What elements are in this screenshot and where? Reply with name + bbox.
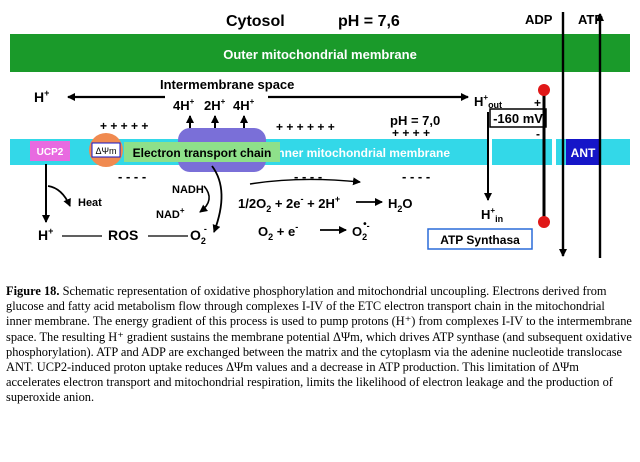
h-left-label: H+ xyxy=(34,88,49,105)
atp-synthase-bottom-dot xyxy=(538,216,550,228)
plus-sign-potential: + xyxy=(534,96,541,110)
caption-paragraph: Figure 18. Schematic representation of o… xyxy=(6,284,632,406)
ant-label: ANT xyxy=(571,146,596,160)
h-in-label: H+in xyxy=(481,206,503,224)
heat-label: Heat xyxy=(78,197,102,209)
caption-text: Schematic representation of oxidative ph… xyxy=(6,284,632,405)
atp-synthase-top-dot xyxy=(538,84,550,96)
adp-label: ADP xyxy=(525,12,553,27)
ph-intermembrane-label: pH = 7,0 xyxy=(390,113,440,128)
electron-leak-arrow xyxy=(211,165,223,233)
etc-label: Electron transport chain xyxy=(133,146,272,160)
ucp2-label: UCP2 xyxy=(37,147,64,158)
electron-flow-curve xyxy=(249,177,361,186)
minus-sign-potential: - xyxy=(536,127,540,141)
heat-arrow xyxy=(47,185,71,207)
ph-cytosol-label: pH = 7,6 xyxy=(338,13,400,30)
caption-label: Figure 18. xyxy=(6,284,60,298)
h-bottom-label: H+ xyxy=(38,226,53,243)
delta-psi-box xyxy=(91,142,121,158)
minus-row-mid: - - - - xyxy=(294,169,322,184)
outer-membrane xyxy=(10,34,630,72)
plus-row-right: + + + + xyxy=(392,126,430,140)
minus-row-left: - - - - xyxy=(118,169,146,184)
proton-label-4h-b: 4H+ xyxy=(233,97,255,113)
proton-label-2h: 2H+ xyxy=(204,97,226,113)
plus-row-mid: + + + + + + xyxy=(276,120,335,134)
ant-transporter xyxy=(566,139,600,165)
water-label: H2O xyxy=(388,196,413,214)
delta-psi-label: ΔΨm xyxy=(95,146,116,156)
nadh-oxidation-arrow xyxy=(199,185,210,213)
membrane-potential-label: -160 mV xyxy=(493,111,543,126)
cytosol-label: Cytosol xyxy=(226,13,285,30)
outer-membrane-label: Outer mitochondrial membrane xyxy=(223,47,417,62)
membrane-potential-box xyxy=(489,108,547,128)
superoxide-label: O2•- xyxy=(352,219,370,242)
figure-caption: Figure 18. Schematic representation of o… xyxy=(6,284,632,406)
atp-synthase-box xyxy=(427,228,533,250)
etc-label-box xyxy=(124,142,280,162)
proton-label-4h-a: 4H+ xyxy=(173,97,195,113)
plus-row-left: + + + + + xyxy=(100,119,148,133)
oxygen-reduction-equation: 1/2O2 + 2e- + 2H+ xyxy=(238,194,340,214)
ros-label: ROS xyxy=(108,227,138,243)
atp-synthase-label: ATP Synthasa xyxy=(440,233,520,247)
nadh-label: NADH xyxy=(172,184,204,196)
nad-label: NAD+ xyxy=(156,206,185,221)
h-out-label: H+out xyxy=(474,93,502,110)
inner-membrane-segment xyxy=(492,139,552,165)
superoxide-bottom-label: O2- xyxy=(190,224,207,246)
superoxide-equation: O2 + e- xyxy=(258,222,298,242)
oxphos-diagram: Cytosol pH = 7,6 ADP ATP Outer mitochond… xyxy=(10,12,630,258)
minus-row-right: - - - - xyxy=(402,169,430,184)
ucp2-protein xyxy=(30,141,70,161)
intermembrane-space-label: Intermembrane space xyxy=(160,77,294,92)
inner-membrane-label: Inner mitochondrial membrane xyxy=(274,146,450,160)
